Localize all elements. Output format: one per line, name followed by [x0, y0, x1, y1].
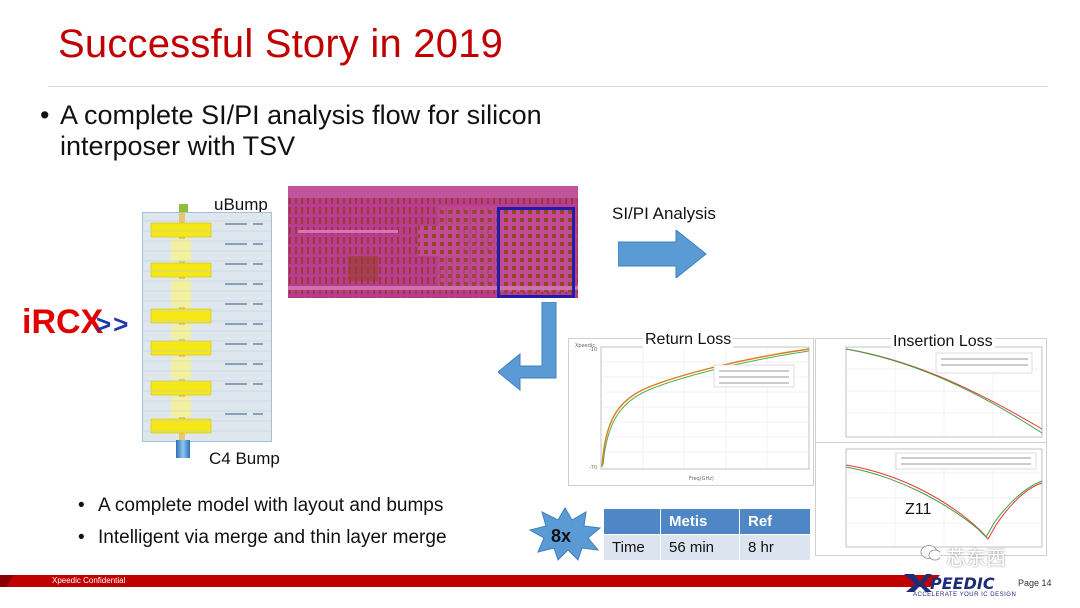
table-header-cell: Metis	[660, 508, 740, 535]
down-left-arrow-icon	[498, 302, 557, 392]
slide-title: Successful Story in 2019	[58, 22, 504, 66]
table-cell: 8 hr	[739, 534, 811, 561]
table-cell: Time	[603, 534, 661, 561]
stack-diagram-graphic	[143, 213, 271, 441]
main-bullet-text: A complete SI/PI analysis flow for silic…	[60, 100, 542, 161]
insertion-loss-panel	[815, 338, 1047, 444]
right-arrow-icon	[618, 230, 707, 278]
xpeedic-logo-icon: PEEDIC	[904, 574, 995, 593]
watermark-text: 芯东西	[946, 548, 1006, 570]
insertion-loss-chart	[845, 346, 1043, 438]
svg-text:-70: -70	[589, 465, 597, 471]
return-loss-title: Return Loss	[643, 331, 734, 349]
c4-bump-pillar	[176, 440, 190, 458]
return-loss-chart: -10 -70 Freq(GHz) Xpeedic	[575, 343, 810, 482]
main-bullet: • A complete SI/PI analysis flow for sil…	[40, 100, 600, 162]
layout-image	[288, 186, 578, 298]
ircx-label: iRCX	[22, 303, 104, 341]
layout-pattern	[288, 186, 578, 298]
table-header-row: Metis Ref	[603, 508, 811, 535]
bullet-dot: •	[40, 100, 50, 130]
c4bump-label: C4 Bump	[209, 449, 280, 468]
selection-box	[497, 207, 575, 298]
ubump-pillar	[179, 204, 188, 214]
sub-bullet-item: •Intelligent via merge and thin layer me…	[78, 527, 447, 548]
table-cell: 56 min	[660, 534, 740, 561]
stack-diagram	[142, 212, 272, 442]
z11-chart	[845, 448, 1043, 548]
footer-bar	[0, 575, 940, 587]
runtime-table: Metis Ref Time 56 min 8 hr	[603, 508, 811, 561]
speedup-badge: 8x	[551, 526, 572, 546]
sipi-label: SI/PI Analysis	[612, 204, 716, 223]
svg-text:-10: -10	[589, 347, 597, 353]
table-header-cell: Ref	[739, 508, 811, 535]
ircx-arrows: >>	[96, 309, 131, 339]
return-loss-panel: -10 -70 Freq(GHz) Xpeedic	[568, 338, 814, 486]
page-number: Page 14	[1018, 578, 1052, 588]
logo-tagline: ACCELERATE YOUR IC DESIGN	[913, 592, 1017, 598]
sub-bullets: •A complete model with layout and bumps …	[78, 490, 447, 554]
ubump-label: uBump	[214, 195, 268, 214]
wechat-icon	[920, 545, 940, 561]
svg-text:Freq(GHz): Freq(GHz)	[689, 476, 714, 482]
speedup-starburst-icon	[528, 507, 602, 561]
svg-text:Xpeedic: Xpeedic	[575, 343, 595, 349]
footer-confidential: Xpeedic Confidential	[52, 576, 126, 585]
sub-bullet-item: •A complete model with layout and bumps	[78, 495, 444, 516]
z11-panel	[815, 442, 1047, 556]
table-row: Time 56 min 8 hr	[603, 534, 811, 561]
z11-label: Z11	[905, 501, 932, 518]
insertion-loss-title: Insertion Loss	[891, 333, 995, 351]
logo-text: PEEDIC	[930, 574, 995, 593]
title-rule	[48, 86, 1048, 87]
table-header-cell	[603, 508, 661, 535]
